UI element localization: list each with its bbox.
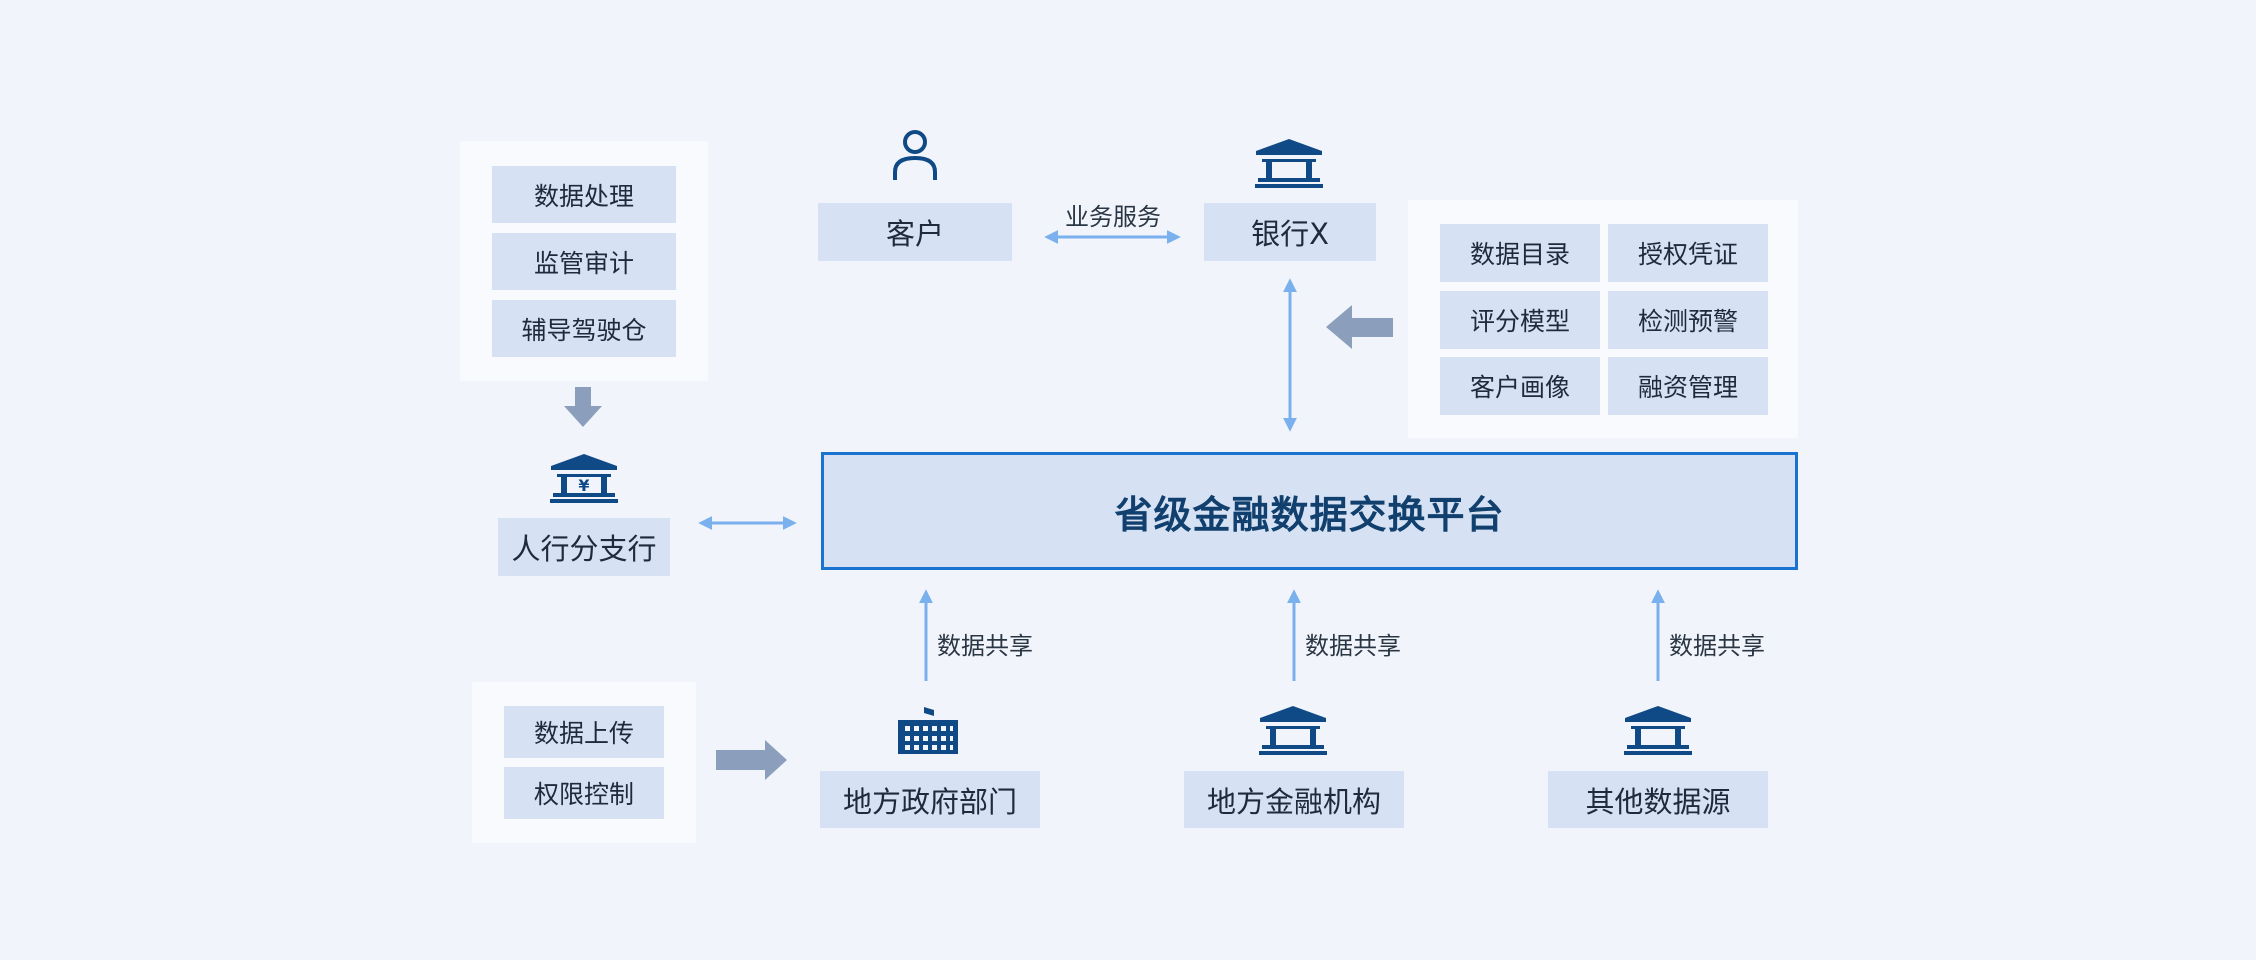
arrow-down-to-pboc <box>564 387 602 427</box>
arrow-right-to-gov <box>716 740 787 780</box>
customer-box: 客户 <box>818 203 1012 261</box>
bank-icon <box>1624 706 1692 755</box>
data-sharing-label: 数据共享 <box>1305 632 1401 660</box>
business-service-label: 业务服务 <box>1065 203 1161 231</box>
panel-item: 检测预警 <box>1608 291 1768 349</box>
panel-item: 客户画像 <box>1440 357 1600 415</box>
panel-item: 融资管理 <box>1608 357 1768 415</box>
panel-item: 权限控制 <box>504 767 664 819</box>
arrow-left-to-bank <box>1326 305 1393 349</box>
panel-item: 辅导驾驶仓 <box>492 300 676 357</box>
bank-icon <box>1259 706 1327 755</box>
exchange-platform: 省级金融数据交换平台 <box>821 452 1798 570</box>
local-government-box: 地方政府部门 <box>820 771 1040 828</box>
panel-item: 数据上传 <box>504 706 664 758</box>
pboc-branch-box: 人行分支行 <box>498 518 670 576</box>
bank-icon <box>1255 139 1323 188</box>
panel-item: 数据处理 <box>492 166 676 223</box>
other-data-source-box: 其他数据源 <box>1548 771 1768 828</box>
yuan-bank-icon: ¥ <box>550 454 618 503</box>
panel-item: 评分模型 <box>1440 291 1600 349</box>
data-sharing-label: 数据共享 <box>1669 632 1765 660</box>
bank-x-box: 银行X <box>1204 203 1376 261</box>
svg-text:¥: ¥ <box>578 476 589 495</box>
local-financial-institution-box: 地方金融机构 <box>1184 771 1404 828</box>
panel-item: 授权凭证 <box>1608 224 1768 282</box>
data-sharing-label: 数据共享 <box>937 632 1033 660</box>
panel-item: 监管审计 <box>492 233 676 290</box>
user-icon <box>893 130 937 180</box>
government-building-icon <box>898 707 958 754</box>
panel-item: 数据目录 <box>1440 224 1600 282</box>
